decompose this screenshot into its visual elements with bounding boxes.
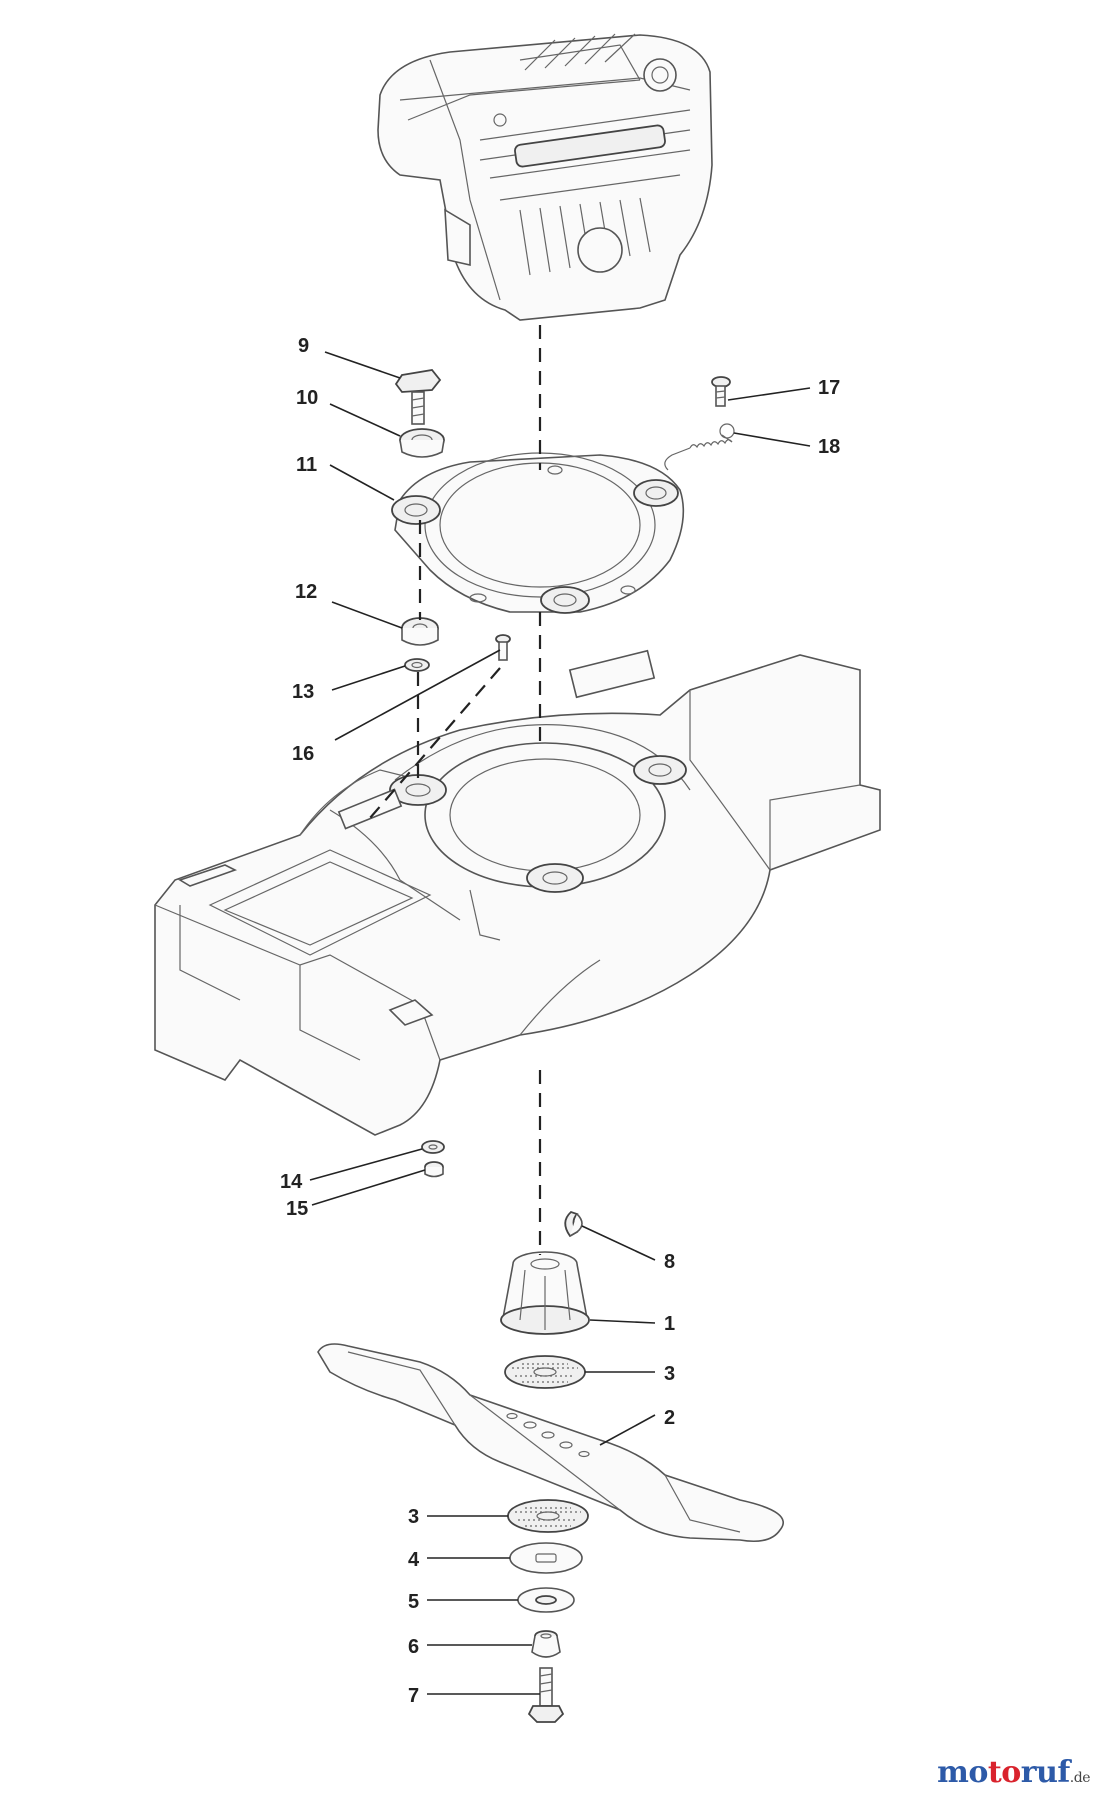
deck-nut [424,1161,444,1178]
bushing [399,428,445,458]
leader-lines [309,351,811,1695]
callout-18: 18 [818,436,840,458]
blade-bolt [527,1667,565,1723]
deck-washer [421,1140,445,1154]
blade-nut [531,1630,561,1658]
perforated-disc-upper [504,1355,586,1389]
callout-3-upper: 3 [664,1363,675,1385]
flange-bolt [394,369,442,425]
callout-7: 7 [408,1685,419,1707]
callout-16: 16 [292,743,314,765]
callout-4: 4 [408,1549,420,1571]
lock-washer [404,658,430,672]
center-axis-lines [369,325,542,1255]
woodruff-key [564,1210,583,1238]
callout-12: 12 [295,581,317,603]
hex-nut [401,617,439,646]
callout-9: 9 [298,335,309,357]
callout-numbers: 9 10 11 12 13 16 17 18 14 15 8 1 3 2 3 4… [280,335,840,1707]
callout-6: 6 [408,1636,419,1658]
mower-blade [317,1343,784,1543]
callout-13: 13 [292,681,314,703]
logo-text-to: to [987,1755,1021,1790]
callout-14: 14 [280,1171,303,1193]
mower-deck-housing [154,649,881,1136]
tension-spring [664,423,735,471]
logo-text-mo: mo [937,1755,988,1790]
callout-17: 17 [818,377,840,399]
callout-2: 2 [664,1407,675,1429]
callout-5: 5 [408,1591,419,1613]
logo-text-ruf: ruf [1020,1755,1071,1790]
engine-mounting-plate [391,452,685,614]
engine-illustration [377,33,713,321]
callout-1: 1 [664,1313,675,1335]
callout-11: 11 [296,454,317,476]
perforated-disc-lower [507,1499,589,1533]
small-screw [711,376,731,407]
callout-8: 8 [664,1251,675,1273]
blade-washer [509,1542,583,1574]
callout-3-lower: 3 [408,1506,419,1528]
callout-10: 10 [296,387,318,409]
spacer-washer [517,1587,575,1613]
logo-domain-suffix: .de [1069,1770,1091,1786]
motoruf-logo: motoruf.de [937,1755,1090,1790]
deck-screw [495,634,511,661]
callout-15: 15 [286,1198,308,1220]
blade-adapter [500,1251,590,1335]
